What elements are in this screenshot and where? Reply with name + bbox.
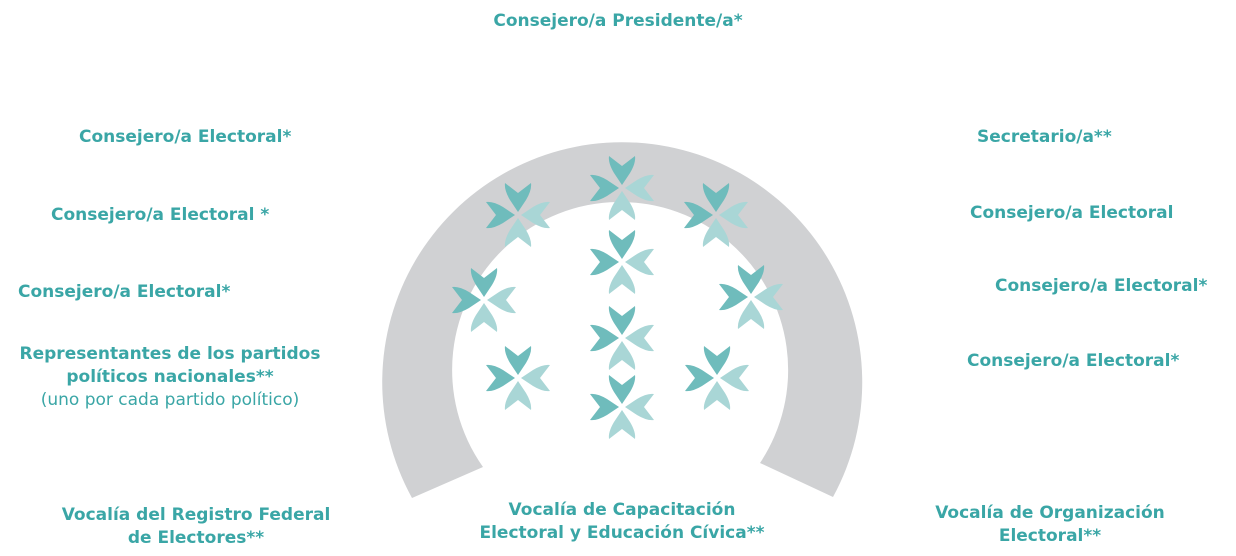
label-consejero-right-1: Consejero/a Electoral (970, 202, 1173, 225)
flower-icon (486, 346, 550, 410)
label-vocalia-capacitacion: Vocalía de Capacitación Electoral y Educ… (462, 499, 782, 545)
consejero-right-3-text: Consejero/a Electoral* (967, 351, 1180, 371)
flower-icon (590, 375, 654, 439)
label-consejero-right-3: Consejero/a Electoral* (967, 350, 1179, 373)
vocalia-registro-line1: Vocalía del Registro Federal (61, 505, 331, 525)
representantes-line2: políticos nacionales** (66, 367, 274, 387)
label-vocalia-registro: Vocalía del Registro Federal de Electore… (40, 504, 352, 550)
flower-icon (590, 230, 654, 294)
vocalia-organizacion-line1: Vocalía de Organización (935, 503, 1165, 523)
label-presidente: Consejero/a Presidente/a* (484, 10, 752, 33)
presidente-text: Consejero/a Presidente/a* (493, 11, 743, 31)
label-consejero-left-3: Consejero/a Electoral* (18, 281, 230, 304)
vocalia-capacitacion-line2: Electoral y Educación Cívica** (479, 523, 765, 543)
vocalia-capacitacion-line1: Vocalía de Capacitación (508, 500, 736, 520)
consejero-left-2-text: Consejero/a Electoral * (51, 205, 270, 225)
label-vocalia-organizacion: Vocalía de Organización Electoral** (915, 502, 1185, 548)
label-consejero-left-1: Consejero/a Electoral* (79, 126, 291, 149)
flower-icon (685, 346, 749, 410)
consejero-right-2-text: Consejero/a Electoral* (995, 276, 1208, 296)
label-secretario: Secretario/a** (977, 126, 1112, 149)
horseshoe-arch (382, 142, 863, 499)
vocalia-registro-line2: de Electores** (127, 528, 265, 548)
label-consejero-left-2: Consejero/a Electoral * (51, 204, 269, 227)
consejero-right-1-text: Consejero/a Electoral (970, 203, 1174, 223)
representantes-note: (uno por cada partido político) (40, 390, 300, 410)
representantes-line1: Representantes de los partidos (19, 344, 321, 364)
label-consejero-right-2: Consejero/a Electoral* (995, 275, 1207, 298)
secretario-text: Secretario/a** (977, 127, 1112, 147)
consejero-left-1-text: Consejero/a Electoral* (79, 127, 292, 147)
flower-icon (590, 306, 654, 370)
label-representantes: Representantes de los partidos políticos… (6, 343, 334, 412)
vocalia-organizacion-line2: Electoral** (998, 526, 1102, 546)
consejero-left-3-text: Consejero/a Electoral* (18, 282, 231, 302)
